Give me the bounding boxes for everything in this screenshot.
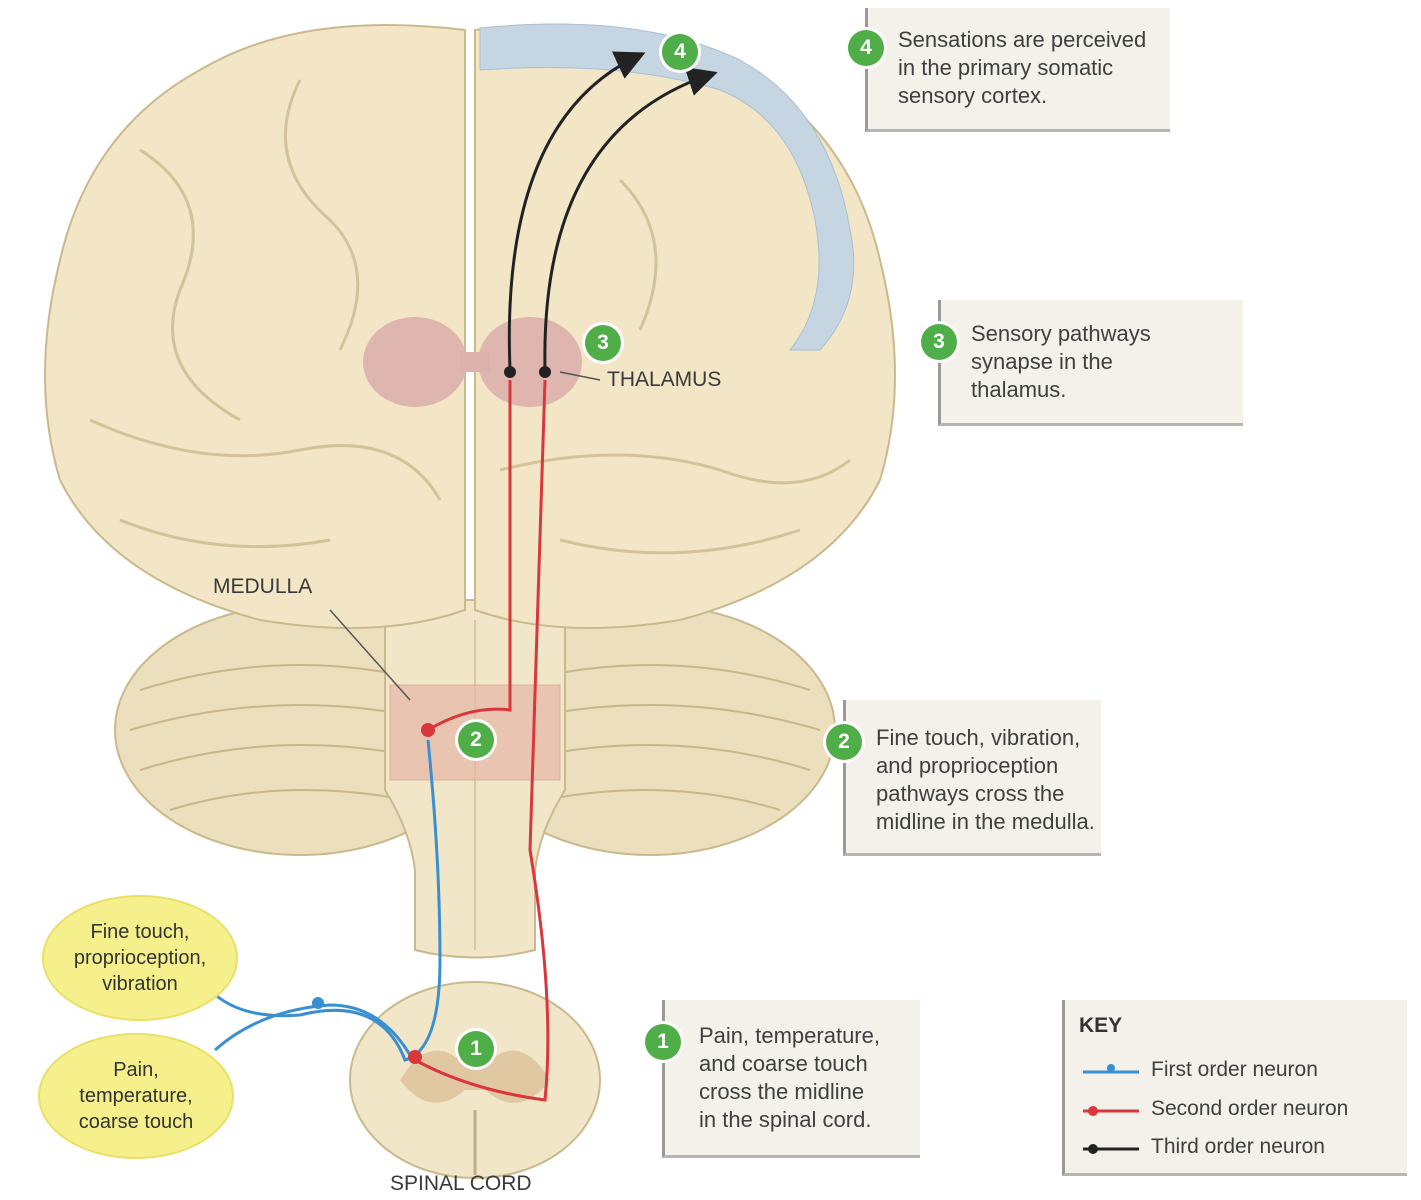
second-order-neuron-medulla: [427, 380, 512, 732]
callout-text: Sensory pathways synapse in the thalamus…: [971, 320, 1151, 404]
callout-line: Sensations are perceived: [898, 27, 1147, 52]
left-hemisphere: [44, 24, 466, 629]
callout-spinal-cord: 1 Pain, temperature, and coarse touch cr…: [645, 1000, 920, 1158]
callout-line: sensory cortex.: [898, 83, 1048, 108]
synapse-medulla: [421, 723, 435, 737]
synapse-spinal: [408, 1050, 422, 1064]
legend-label: First order neuron: [1151, 1058, 1318, 1081]
callout-badge: 1: [645, 1024, 681, 1060]
stimulus-line: Pain,: [113, 1059, 159, 1081]
callout-line: cross the midline: [699, 1079, 865, 1104]
callout-cortex: 4 Sensations are perceived in the primar…: [848, 8, 1170, 132]
thalamus-leader-line: [559, 371, 601, 381]
callout-line: thalamus.: [971, 377, 1067, 402]
callout-badge: 2: [826, 724, 862, 760]
badge-1-diagram: 1: [458, 1031, 494, 1067]
legend-row-first-order: First order neuron: [1081, 1056, 1401, 1086]
badge-3-diagram: 3: [585, 325, 621, 361]
spinal-cord-label: SPINAL CORD: [390, 1172, 532, 1195]
stimulus-line: vibration: [102, 973, 178, 995]
callout-medulla: 2 Fine touch, vibration, and propriocept…: [826, 700, 1101, 856]
thalamus: [363, 317, 582, 407]
callout-badge: 3: [921, 324, 957, 360]
thalamus-label: THALAMUS: [607, 368, 722, 391]
badge-4-diagram: 4: [662, 34, 698, 70]
stimulus-line: temperature,: [79, 1085, 193, 1107]
stimulus-line: Fine touch,: [90, 921, 190, 943]
badge-2-diagram: 2: [458, 722, 494, 758]
legend-title: KEY: [1079, 1014, 1123, 1037]
legend-label: Second order neuron: [1151, 1097, 1349, 1120]
third-order-neuron-a: [507, 51, 646, 371]
stimulus-bubble-pain: Pain, temperature, coarse touch: [38, 1033, 234, 1159]
callout-line: Pain, temperature,: [699, 1023, 880, 1048]
synapse-thalamus-b: [539, 366, 551, 378]
second-order-neuron-spinal: [414, 379, 550, 1102]
callout-badge: 4: [848, 30, 884, 66]
stimulus-bubble-fine-touch: Fine touch, proprioception, vibration: [42, 895, 238, 1021]
callout-thalamus: 3 Sensory pathways synapse in the thalam…: [921, 300, 1243, 426]
synapse-thalamus-a: [504, 366, 516, 378]
callout-line: midline in the medulla.: [876, 809, 1095, 834]
legend-row-third-order: Third order neuron: [1081, 1133, 1401, 1163]
callout-line: in the primary somatic: [898, 55, 1114, 80]
callout-line: Sensory pathways: [971, 321, 1151, 346]
callout-text: Sensations are perceived in the primary …: [898, 26, 1146, 110]
stimulus-line: proprioception,: [73, 947, 207, 969]
first-order-swatch: [1083, 1064, 1139, 1074]
callout-line: in the spinal cord.: [699, 1107, 872, 1132]
legend-key: KEY First order neuron Second order neur…: [1062, 1000, 1407, 1176]
callout-text: Pain, temperature, and coarse touch cros…: [699, 1022, 880, 1134]
legend-label: Third order neuron: [1151, 1135, 1325, 1158]
spinal-cord: [349, 981, 601, 1179]
third-order-neuron-b: [543, 67, 718, 371]
callout-line: Fine touch, vibration,: [876, 725, 1081, 750]
callout-text: Fine touch, vibration, and proprioceptio…: [876, 724, 1095, 836]
dorsal-root-ganglion: [312, 997, 324, 1009]
medulla-label: MEDULLA: [213, 575, 313, 598]
medulla-leader-line: [329, 609, 411, 701]
callout-line: pathways cross the: [876, 781, 1065, 806]
first-order-neuron-pain: [214, 1003, 412, 1056]
legend-row-second-order: Second order neuron: [1081, 1095, 1401, 1125]
third-order-swatch: [1083, 1144, 1139, 1154]
callout-line: synapse in the: [971, 349, 1113, 374]
callout-line: and proprioception: [876, 753, 1059, 778]
second-order-swatch: [1083, 1106, 1139, 1116]
stimulus-line: coarse touch: [78, 1111, 194, 1133]
callout-line: and coarse touch: [699, 1051, 868, 1076]
